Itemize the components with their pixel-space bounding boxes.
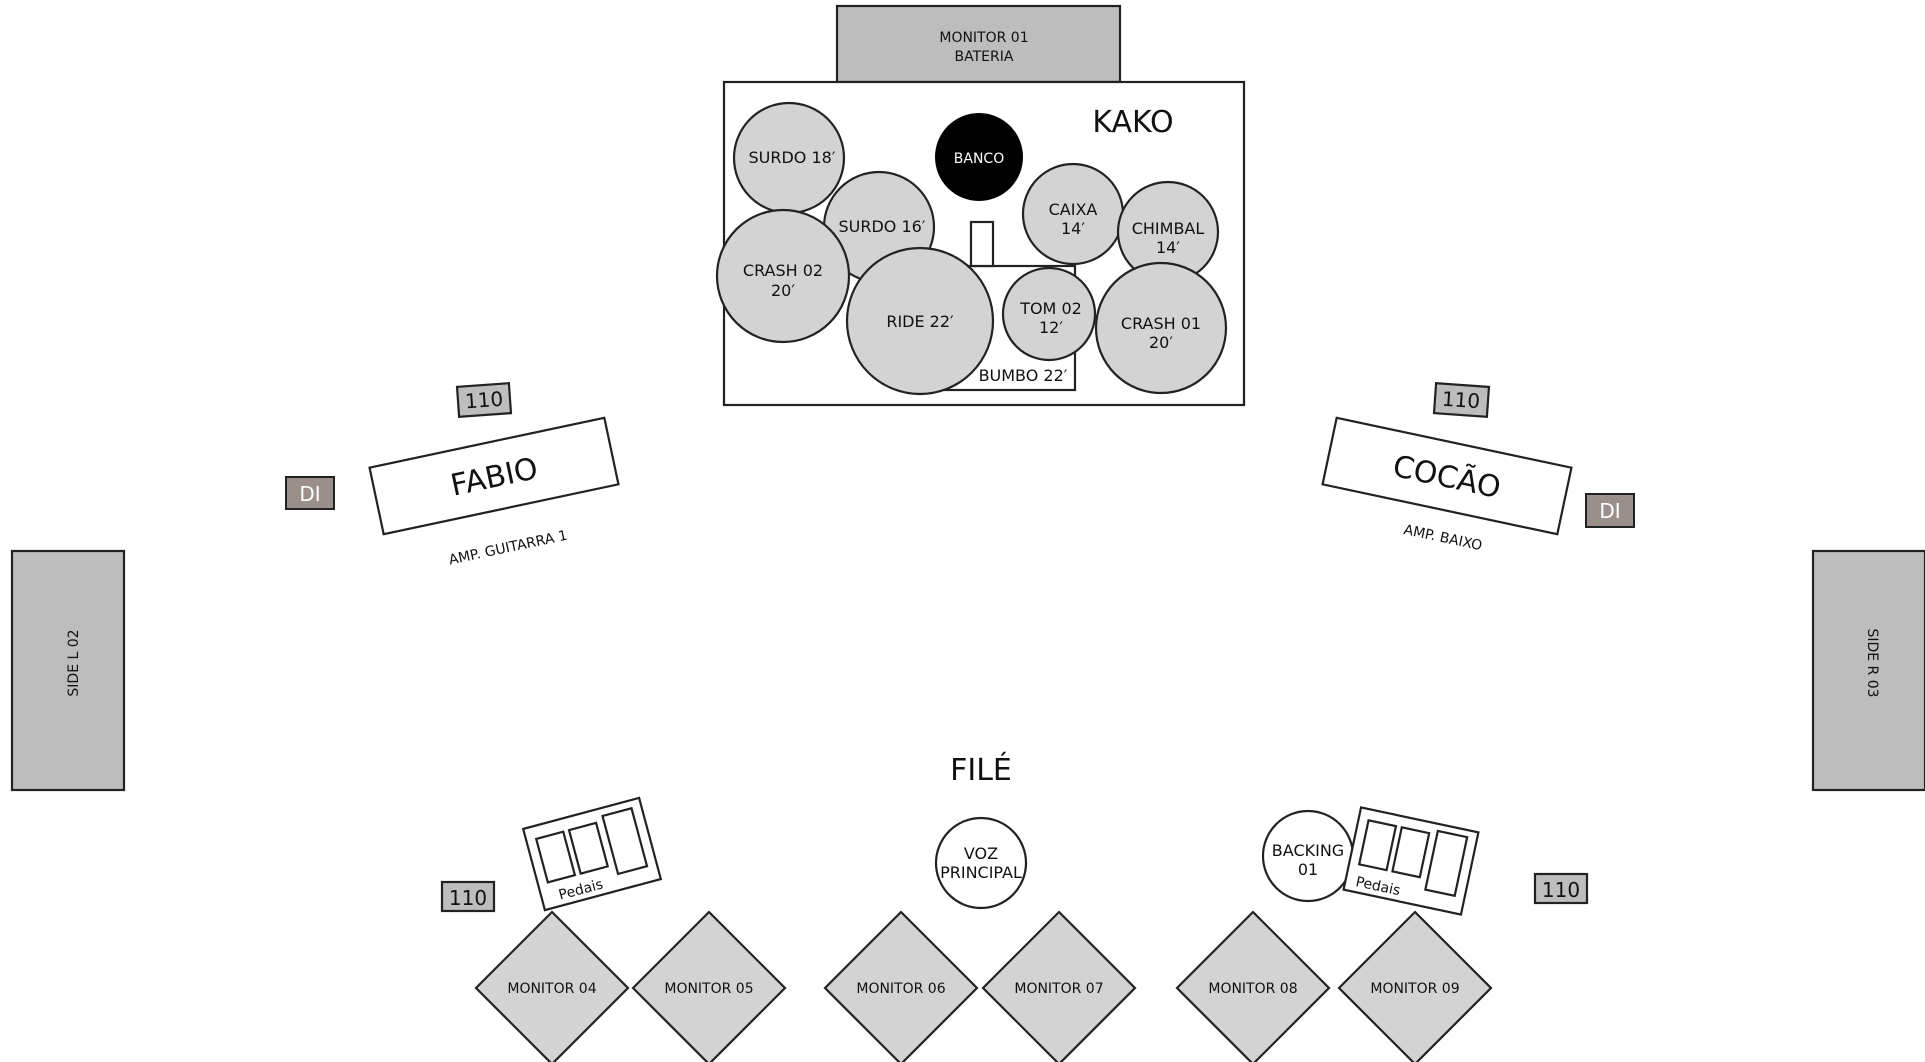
bass-110-label: 110 — [1441, 387, 1481, 414]
monitor-06: MONITOR 06 — [823, 910, 979, 1062]
monitor-08-label: MONITOR 08 — [1208, 981, 1297, 997]
monitor-05: MONITOR 05 — [631, 910, 787, 1062]
monitor-08: MONITOR 08 — [1175, 910, 1331, 1062]
voz-label-line1: VOZ — [964, 844, 998, 863]
pedal — [534, 830, 577, 884]
bass-110-box: 110 — [1432, 382, 1491, 419]
crash-01-label-line2: 20′ — [1149, 333, 1173, 352]
backing-label-line1: BACKING — [1272, 841, 1344, 860]
pedalboard-right: Pedais — [1342, 806, 1480, 916]
guitar-di-label: DI — [299, 482, 320, 506]
tom-02-label-line1: TOM 02 — [1019, 299, 1082, 318]
caixa-label-line2: 14′ — [1061, 219, 1085, 238]
chimbal-label-line2: 14′ — [1156, 238, 1180, 257]
caixa-label-line1: CAIXA — [1049, 200, 1098, 219]
kick-pedal — [969, 220, 995, 268]
monitor-05-label: MONITOR 05 — [664, 981, 753, 997]
guitar-di-box: DI — [285, 476, 335, 510]
monitor-01-bateria: MONITOR 01 BATERIA — [835, 4, 1122, 84]
crash-02: CRASH 02 20′ — [715, 208, 851, 344]
crash-01-label-line1: CRASH 01 — [1121, 314, 1201, 333]
monitor-09: MONITOR 09 — [1337, 910, 1493, 1062]
side-left-02: SIDE L 02 — [10, 549, 126, 792]
banco-throne: BANCO — [935, 113, 1023, 201]
tom-02: TOM 02 12′ — [1001, 266, 1097, 362]
caixa-snare: CAIXA 14′ — [1021, 162, 1125, 266]
monitor-01-label-line1: MONITOR 01 — [939, 30, 1028, 46]
front-left-110-box: 110 — [440, 880, 496, 913]
backing-label-line2: 01 — [1298, 860, 1318, 879]
monitor-04-label: MONITOR 04 — [507, 981, 596, 997]
surdo-18-label: SURDO 18′ — [749, 148, 836, 167]
chimbal-label-line1: CHIMBAL — [1132, 219, 1205, 238]
monitor-04: MONITOR 04 — [474, 910, 630, 1062]
voz-principal-mic: VOZ PRINCIPAL — [934, 816, 1028, 910]
bumbo-label: BUMBO 22′ — [979, 366, 1068, 385]
pedal — [1424, 829, 1469, 898]
guitar-amp: FABIO — [368, 416, 620, 536]
guitar-110-box: 110 — [455, 382, 513, 418]
front-right-110-box: 110 — [1533, 872, 1589, 905]
front-left-110-label: 110 — [449, 886, 487, 910]
guitar-110-label: 110 — [464, 387, 504, 414]
side-left-label: SIDE L 02 — [66, 629, 82, 696]
monitor-01-label-line2: BATERIA — [955, 49, 1014, 65]
chimbal-hihat: CHIMBAL 14′ — [1116, 180, 1220, 284]
surdo-16-label: SURDO 16′ — [839, 217, 926, 236]
pedal — [1357, 818, 1398, 872]
crash-01: CRASH 01 20′ — [1094, 261, 1228, 395]
bass-amp-caption: AMP. BAIXO — [1402, 522, 1483, 554]
backing-01-mic: BACKING 01 — [1261, 809, 1355, 903]
monitor-06-label: MONITOR 06 — [856, 981, 945, 997]
front-right-110-label: 110 — [1542, 878, 1580, 902]
bass-amp: COCÃO — [1321, 416, 1573, 536]
pedal — [567, 821, 610, 875]
ride-cymbal: RIDE 22′ — [845, 246, 995, 396]
pedal — [601, 806, 649, 876]
surdo-18: SURDO 18′ — [732, 101, 846, 215]
voz-label-line2: PRINCIPAL — [940, 863, 1022, 882]
guitar-amp-caption: AMP. GUITARRA 1 — [447, 528, 569, 569]
monitor-07: MONITOR 07 — [981, 910, 1137, 1062]
tom-02-label-line2: 12′ — [1039, 318, 1063, 337]
crash-02-label-line2: 20′ — [771, 281, 795, 300]
bass-di-label: DI — [1599, 499, 1620, 523]
pedal — [1391, 826, 1431, 879]
front-musician-name: FILÉ — [950, 752, 1012, 788]
pedalboard-left: Pedais — [521, 796, 663, 912]
side-right-label: SIDE R 03 — [1864, 628, 1880, 697]
drummer-name: KAKO — [1092, 105, 1173, 140]
banco-label: BANCO — [954, 151, 1004, 167]
monitor-09-label: MONITOR 09 — [1370, 981, 1459, 997]
ride-label: RIDE 22′ — [886, 312, 954, 331]
monitor-07-label: MONITOR 07 — [1014, 981, 1103, 997]
bass-di-box: DI — [1585, 493, 1635, 528]
side-right-03: SIDE R 03 — [1811, 549, 1925, 792]
crash-02-label-line1: CRASH 02 — [743, 261, 823, 280]
